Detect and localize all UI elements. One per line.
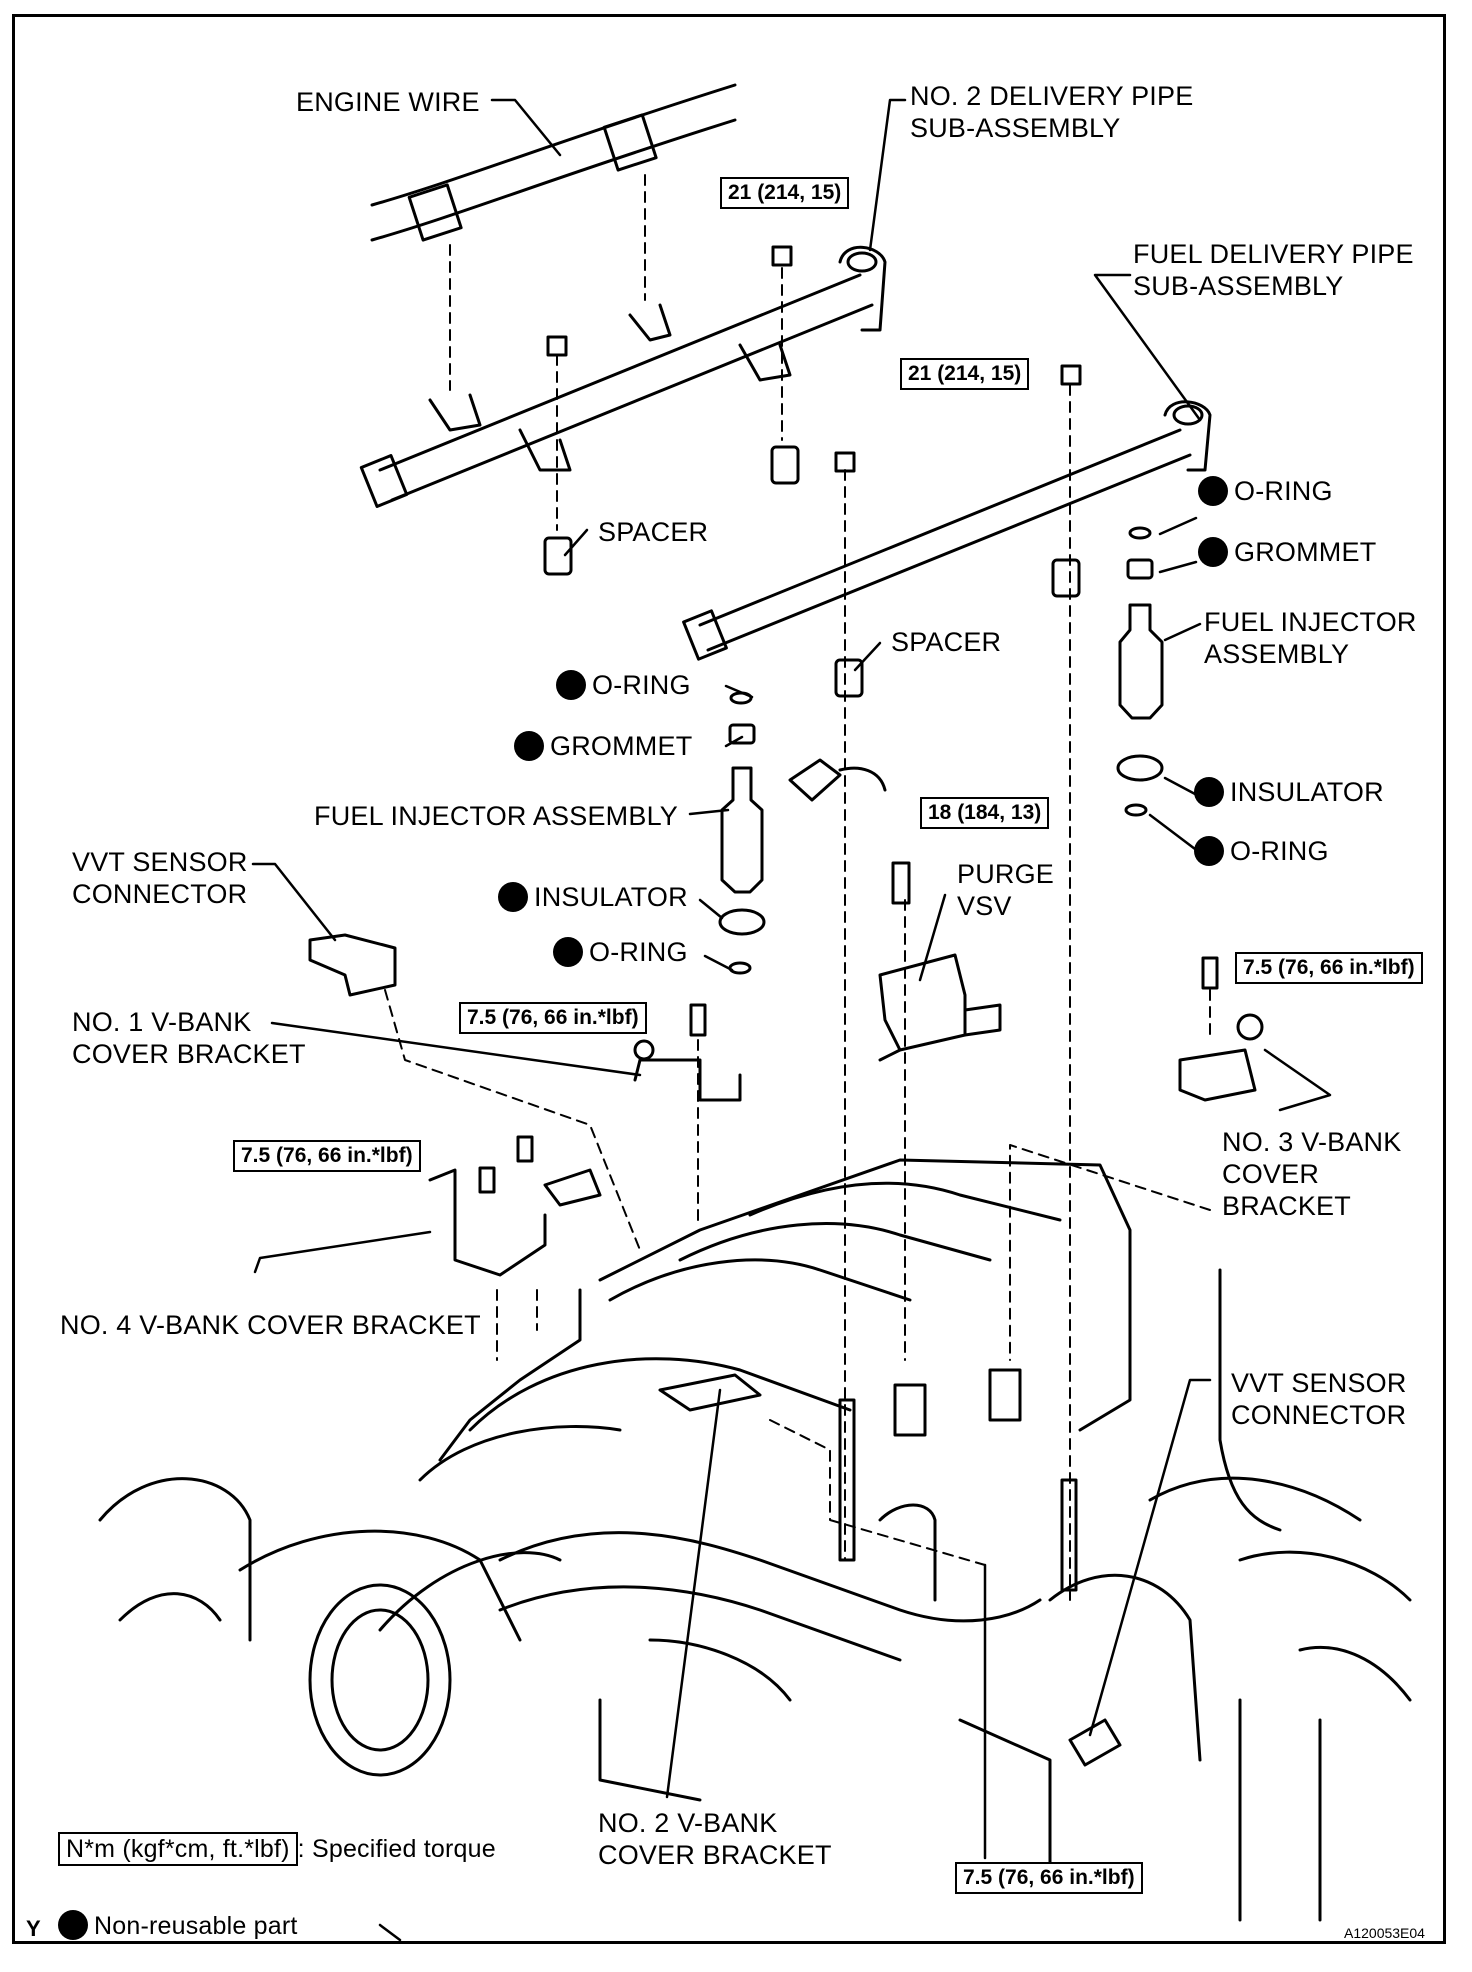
label-no3-vbank: NO. 3 V-BANK COVER BRACKET [1222,1127,1402,1221]
label-engine-wire: ENGINE WIRE [296,87,480,117]
torque-box-no4: 7.5 (76, 66 in.*lbf) [233,1140,421,1172]
label-no2-delivery-pipe: NO. 2 DELIVERY PIPE SUB-ASSEMBLY [910,81,1194,143]
legend-torque: N*m (kgf*cm, ft.*lbf): Specified torque [58,1832,496,1866]
torque-box-purge: 18 (184, 13) [920,797,1050,829]
legend-torque-desc: : Specified torque [297,1835,496,1863]
figure-code: A120053E04 [1344,1925,1425,1941]
torque-box-no2-pipe: 21 (214, 15) [720,177,850,209]
non-reusable-mark [1194,835,1224,866]
label-insulator-left: INSULATOR [498,881,688,914]
label-no2-vbank: NO. 2 V-BANK COVER BRACKET [598,1808,832,1870]
corner-mark: Y [26,1916,41,1941]
torque-box-no1: 7.5 (76, 66 in.*lbf) [459,1002,647,1034]
intake-manifold [98,1158,1412,1922]
label-grommet-right: GROMMET [1198,536,1376,569]
torque-box-fuel-pipe: 21 (214, 15) [900,358,1030,390]
non-reusable-mark [1198,536,1228,567]
legend-torque-unit: N*m (kgf*cm, ft.*lbf) [58,1832,298,1866]
label-spacer-mid: SPACER [891,627,1002,657]
label-spacer-left: SPACER [598,517,709,547]
no3-bracket [1178,1048,1257,1102]
legend-non-reusable: Non-reusable part [58,1910,298,1942]
right-injector-group [1116,526,1164,817]
no4-bracket [428,1168,547,1277]
non-reusable-mark [514,730,544,761]
label-oring-right-top: O-RING [1198,475,1333,508]
non-reusable-mark [1198,475,1228,506]
non-reusable-mark [1194,776,1224,807]
left-injector-group [718,691,887,975]
label-oring-left-top: O-RING [556,669,691,702]
label-purge-vsv: PURGE VSV [957,859,1055,921]
no2-delivery-pipe [359,245,887,508]
label-oring-left-bottom: O-RING [553,936,688,969]
non-reusable-mark [556,669,586,700]
label-fuel-injector-right: FUEL INJECTOR ASSEMBLY [1204,607,1417,669]
non-reusable-mark [58,1910,88,1941]
label-insulator-right: INSULATOR [1194,776,1384,809]
fuel-delivery-pipe [682,400,1212,661]
label-no4-vbank: NO. 4 V-BANK COVER BRACKET [60,1310,481,1340]
label-oring-right-bottom: O-RING [1194,835,1329,868]
label-no1-vbank: NO. 1 V-BANK COVER BRACKET [72,1007,306,1069]
non-reusable-mark [553,936,583,967]
label-vvt-sensor-right: VVT SENSOR CONNECTOR [1231,1368,1407,1430]
diagram-frame [12,14,1446,1944]
torque-box-no2-bottom: 7.5 (76, 66 in.*lbf) [955,1862,1143,1894]
purge-vsv-body [878,861,1002,1062]
no1-bracket [633,1058,742,1102]
non-reusable-mark [498,881,528,912]
label-fuel-delivery-pipe: FUEL DELIVERY PIPE SUB-ASSEMBLY [1133,239,1414,301]
engine-wire-harness [370,83,737,242]
label-vvt-sensor-left: VVT SENSOR CONNECTOR [72,847,248,909]
label-grommet-left: GROMMET [514,730,692,763]
left-vvt-connector [308,933,397,997]
label-fuel-injector-left: FUEL INJECTOR ASSEMBLY [314,801,678,831]
torque-box-no3: 7.5 (76, 66 in.*lbf) [1235,952,1423,984]
